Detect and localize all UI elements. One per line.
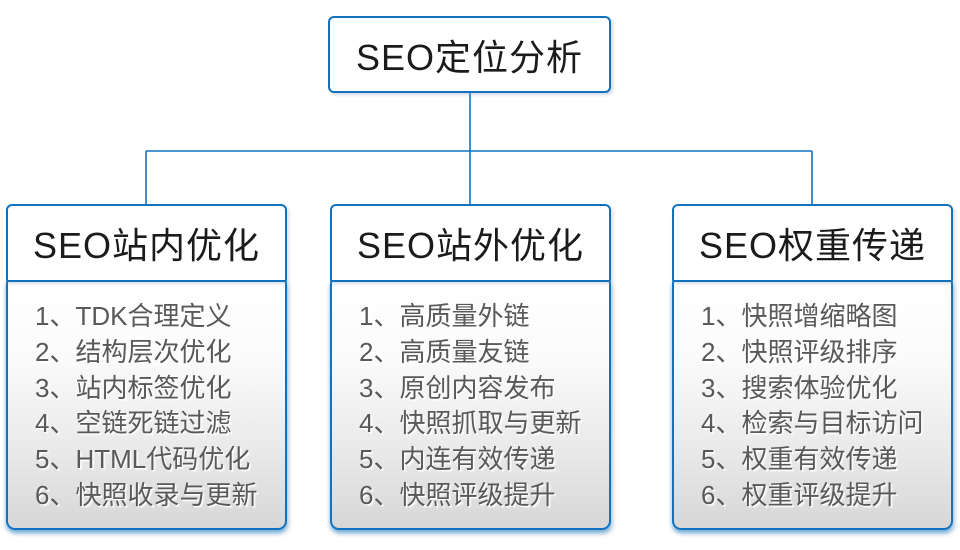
list-item: 1、TDK合理定义 — [35, 301, 232, 331]
list-item: 4、快照抓取与更新 — [359, 408, 582, 439]
connector-path — [145, 93, 813, 204]
list-item: 2、快照评级排序 — [701, 336, 898, 367]
list-item: 5、内连有效传递 — [359, 444, 556, 475]
list-item: 6、快照评级提升 — [359, 479, 556, 510]
list-item: 5、HTML代码优化 — [35, 444, 251, 475]
list-item: 1、高质量外链 — [359, 301, 530, 331]
group-header-onsite: SEO站内优化 — [6, 204, 287, 282]
list-item: 3、搜索体验优化 — [701, 372, 898, 403]
root-title: SEO定位分析 — [355, 36, 584, 78]
list-item: 3、站内标签优化 — [35, 372, 232, 403]
list-item: 2、高质量友链 — [359, 336, 530, 367]
group-title: SEO站外优化 — [356, 225, 585, 266]
group-header-weight: SEO权重传递 — [672, 204, 953, 282]
list-item: 5、权重有效传递 — [701, 444, 898, 475]
list-item: 4、检索与目标访问 — [701, 408, 924, 439]
group-title: SEO站内优化 — [32, 225, 261, 266]
column-offsite: SEO站外优化 1、高质量外链 2、高质量友链 3、原创内容发布 4、快照抓取与… — [330, 204, 611, 530]
group-panel-onsite: 1、TDK合理定义 2、结构层次优化 3、站内标签优化 4、空链死链过滤 5、H… — [6, 280, 287, 530]
list-item: 1、快照增缩略图 — [701, 301, 898, 331]
group-panel-weight: 1、快照增缩略图 2、快照评级排序 3、搜索体验优化 4、检索与目标访问 5、权… — [672, 280, 953, 530]
column-weight: SEO权重传递 1、快照增缩略图 2、快照评级排序 3、搜索体验优化 4、检索与… — [672, 204, 953, 530]
group-title: SEO权重传递 — [698, 225, 927, 266]
group-panel-offsite: 1、高质量外链 2、高质量友链 3、原创内容发布 4、快照抓取与更新 5、内连有… — [330, 280, 611, 530]
root-node: SEO定位分析 — [328, 16, 611, 93]
list-item: 3、原创内容发布 — [359, 372, 556, 403]
group-header-offsite: SEO站外优化 — [330, 204, 611, 282]
column-onsite: SEO站内优化 1、TDK合理定义 2、结构层次优化 3、站内标签优化 4、空链… — [6, 204, 287, 530]
list-item: 6、权重评级提升 — [701, 479, 898, 510]
list-item: 6、快照收录与更新 — [35, 479, 258, 510]
list-item: 4、空链死链过滤 — [35, 408, 232, 439]
list-item: 2、结构层次优化 — [35, 336, 232, 367]
